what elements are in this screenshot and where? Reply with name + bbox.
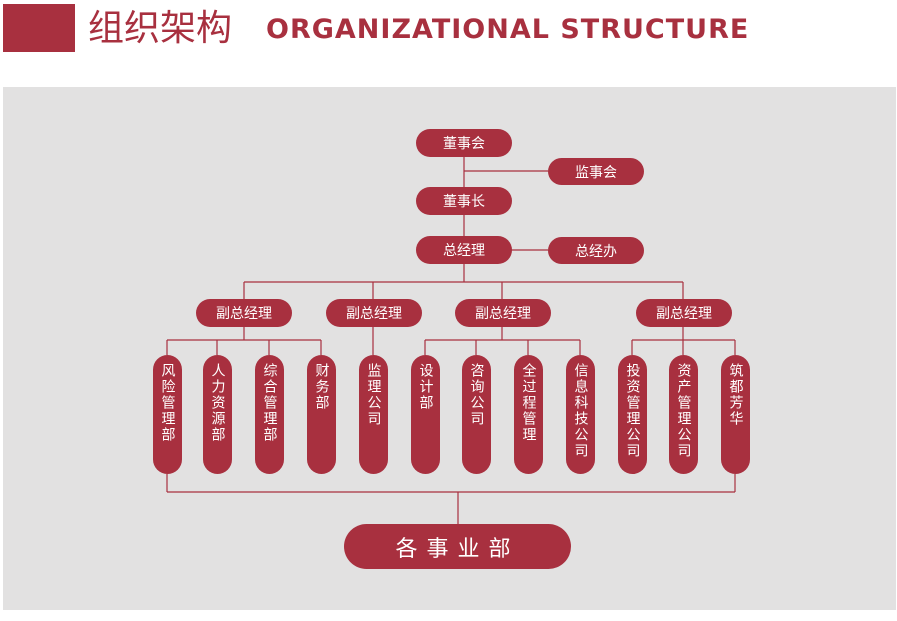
dept-label: 风险管理部: [159, 363, 176, 443]
node-general-manager: 总经理: [416, 236, 512, 264]
dept-label: 筑都芳华: [727, 363, 744, 427]
node-dept-general: 综合管理部: [255, 355, 284, 474]
dept-label: 信息科技公司: [572, 363, 589, 459]
node-dept-supervision-co: 监理公司: [359, 355, 388, 474]
node-vice-gm-1: 副总经理: [196, 299, 292, 327]
node-dept-consulting-co: 咨询公司: [462, 355, 491, 474]
dept-label: 资产管理公司: [675, 363, 692, 459]
node-vice-gm-4: 副总经理: [636, 299, 732, 327]
node-dept-design: 设计部: [411, 355, 440, 474]
node-dept-risk: 风险管理部: [153, 355, 182, 474]
brand-block: [3, 4, 75, 52]
dept-label: 人力资源部: [209, 363, 226, 443]
page-subtitle: ORGANIZATIONAL STRUCTURE: [266, 14, 750, 45]
dept-label: 投资管理公司: [624, 363, 641, 459]
dept-label: 咨询公司: [468, 363, 485, 427]
node-dept-it-co: 信息科技公司: [566, 355, 595, 474]
node-board: 董事会: [416, 129, 512, 157]
dept-label: 财务部: [313, 363, 330, 411]
dept-label: 综合管理部: [261, 363, 278, 443]
node-dept-hr: 人力资源部: [203, 355, 232, 474]
node-vice-gm-3: 副总经理: [455, 299, 551, 327]
dept-label: 设计部: [417, 363, 434, 411]
page-title: 组织架构: [88, 8, 233, 49]
node-chairman: 董事长: [416, 187, 512, 215]
node-dept-whole-process: 全过程管理: [514, 355, 543, 474]
dept-label: 全过程管理: [520, 363, 537, 443]
node-dept-investment-co: 投资管理公司: [618, 355, 647, 474]
node-dept-finance: 财务部: [307, 355, 336, 474]
node-business-units: 各事业部: [344, 524, 571, 569]
node-supervisors: 监事会: [548, 158, 644, 185]
node-vice-gm-2: 副总经理: [326, 299, 422, 327]
node-dept-asset-co: 资产管理公司: [669, 355, 698, 474]
org-chart-panel: [3, 87, 896, 610]
dept-label: 监理公司: [365, 363, 382, 427]
node-gm-office: 总经办: [548, 237, 644, 264]
node-dept-zhudu-fanghua: 筑都芳华: [721, 355, 750, 474]
